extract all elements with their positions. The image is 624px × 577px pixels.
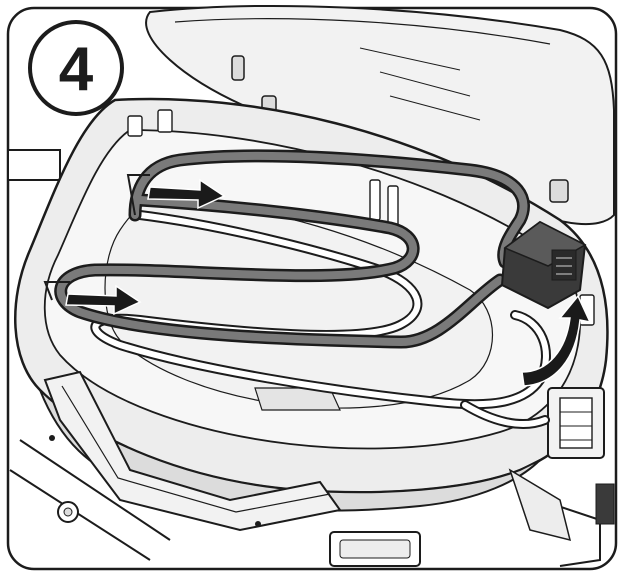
step-number: 4 (59, 35, 94, 104)
grill-stand-left (7, 149, 61, 181)
right-arrow-icon (65, 284, 142, 316)
front-handle (43, 370, 342, 532)
step-badge: 4 (28, 20, 124, 116)
element-connector (500, 220, 587, 310)
curved-arrow-icon (521, 294, 592, 387)
heating-element (43, 149, 530, 349)
right-arrow-icon (147, 178, 226, 210)
